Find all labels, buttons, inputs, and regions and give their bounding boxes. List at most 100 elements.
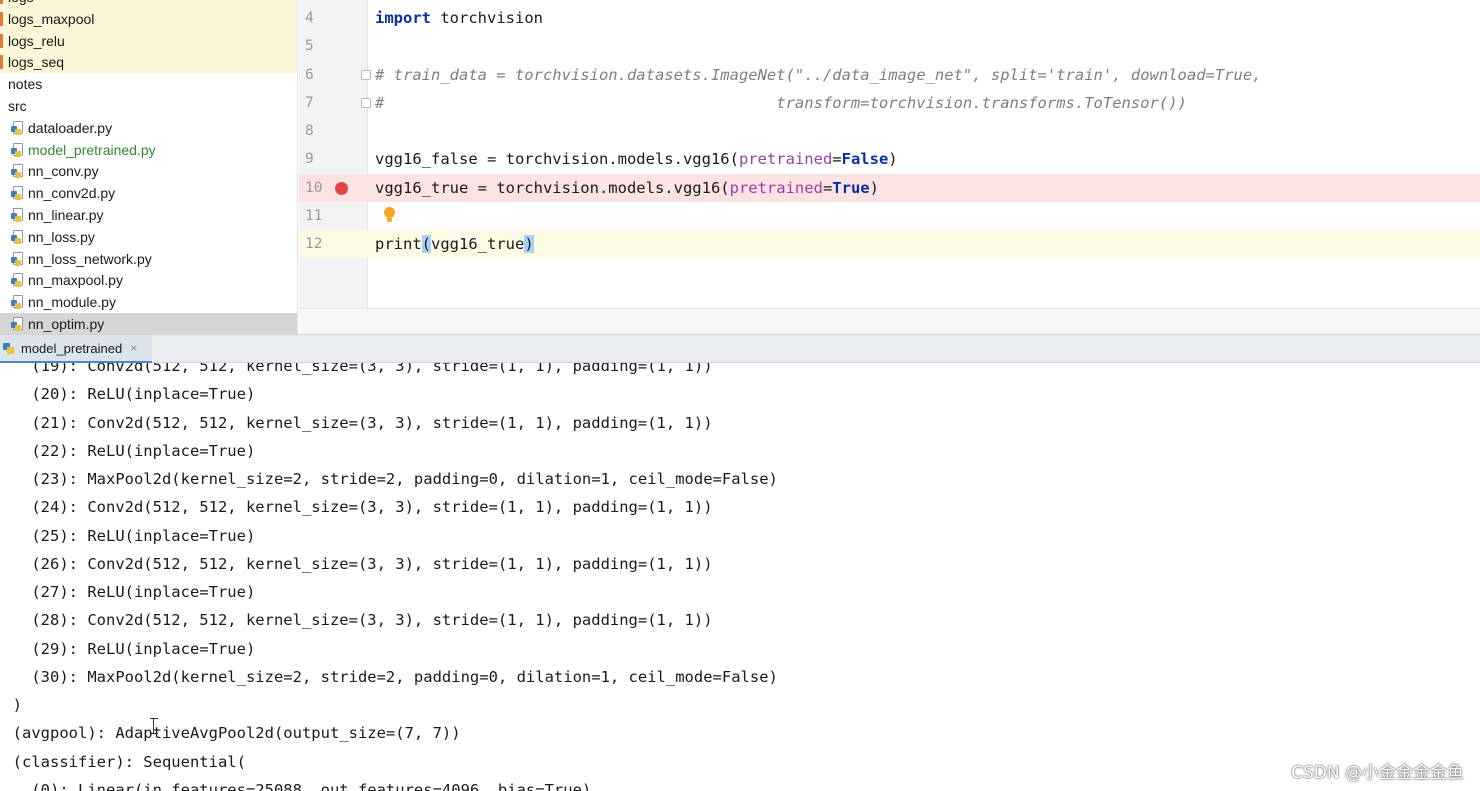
python-file-icon	[11, 186, 24, 201]
tree-item-src[interactable]: src	[0, 95, 297, 117]
line-number[interactable]: 8	[305, 123, 314, 139]
code-line[interactable]: 6 # train_data = torchvision.datasets.Ima…	[299, 61, 1480, 89]
code-text[interactable]: vgg16_false = torchvision.models.vgg16(p…	[375, 145, 898, 173]
code-token: torchvision	[431, 9, 543, 27]
code-token: pretrained	[738, 150, 833, 169]
tree-item-label: nn_conv2d.py	[28, 185, 116, 202]
tree-item-nn-loss-network-py[interactable]: nn_loss_network.py	[0, 248, 297, 270]
code-text[interactable]: vgg16_true = torchvision.models.vgg16(pr…	[375, 174, 879, 202]
code-text[interactable]: # train_data = torchvision.datasets.Imag…	[375, 61, 1262, 89]
code-text[interactable]: print(vgg16_true)	[375, 230, 534, 258]
tree-item-label: logs_relu	[8, 32, 65, 49]
console-line: (19): Conv2d(512, 512, kernel_size=(3, 3…	[0, 363, 713, 375]
python-file-icon	[11, 120, 24, 135]
tree-item-logs-maxpool[interactable]: logs_maxpool	[0, 7, 297, 30]
fold-icon[interactable]	[361, 97, 371, 108]
code-line[interactable]: 10 vgg16_true = torchvision.models.vgg16(…	[299, 173, 1480, 202]
console-line: (avgpool): AdaptiveAvgPool2d(output_size…	[0, 724, 461, 743]
tree-item-label: logs_seq	[8, 54, 65, 71]
code-token: )	[869, 178, 879, 197]
console-line: (25): ReLU(inplace=True)	[0, 526, 256, 545]
console-line: (30): MaxPool2d(kernel_size=2, stride=2,…	[0, 667, 778, 686]
console-line: (28): Conv2d(512, 512, kernel_size=(3, 3…	[0, 611, 713, 630]
lightbulb-icon[interactable]	[383, 206, 395, 223]
code-line[interactable]: 7 # transform=torchvision.transforms.ToTe…	[299, 89, 1480, 117]
excluded-marker-icon	[0, 11, 3, 26]
console-line: (23): MaxPool2d(kernel_size=2, stride=2,…	[0, 470, 778, 488]
run-console-output[interactable]: (19): Conv2d(512, 512, kernel_size=(3, 3…	[0, 363, 1480, 791]
breakpoint-icon[interactable]	[335, 181, 348, 195]
code-line[interactable]: 12 print(vgg16_true)	[299, 230, 1480, 258]
tree-item-notes[interactable]: notes	[0, 73, 297, 95]
python-file-icon	[11, 142, 24, 157]
tree-item-nn-conv-py[interactable]: nn_conv.py	[0, 160, 297, 182]
python-file-icon	[11, 164, 24, 179]
code-line[interactable]: 11	[299, 202, 1480, 230]
code-token: False	[841, 150, 889, 169]
code-token: vgg16_true	[431, 235, 525, 253]
console-line: (classifier): Sequential(	[0, 752, 246, 771]
close-icon[interactable]: ×	[130, 341, 138, 355]
run-tool-tabs: model_pretrained ×	[0, 334, 1480, 363]
line-number[interactable]: 5	[305, 38, 314, 55]
line-number[interactable]: 12	[305, 236, 323, 252]
python-file-icon	[11, 317, 24, 331]
console-line: (0): Linear(in_features=25088, out_featu…	[0, 780, 592, 791]
code-token: pretrained	[729, 178, 823, 197]
tree-item-nn-loss-py[interactable]: nn_loss.py	[0, 226, 297, 248]
code-token: (	[421, 235, 432, 253]
tree-item-model-pretrained-py[interactable]: model_pretrained.py	[0, 139, 297, 161]
tree-item-logs[interactable]: logs	[0, 0, 297, 8]
fold-icon[interactable]	[361, 69, 371, 80]
console-line: (27): ReLU(inplace=True)	[0, 583, 256, 601]
code-token: vgg16_false = torchvision.models.vgg16(	[375, 150, 739, 169]
console-line: (20): ReLU(inplace=True)	[0, 385, 256, 404]
code-token: import	[375, 9, 431, 27]
python-file-icon	[3, 341, 15, 355]
tree-item-dataloader-py[interactable]: dataloader.py	[0, 117, 297, 139]
code-text[interactable]: import torchvision	[375, 4, 543, 32]
line-number[interactable]: 9	[305, 151, 314, 168]
tree-item-label: nn_loss_network.py	[28, 250, 152, 267]
code-line[interactable]: 9 vgg16_false = torchvision.models.vgg16(…	[299, 145, 1480, 173]
code-line[interactable]: 4 import torchvision	[299, 4, 1480, 32]
tree-item-nn-module-py[interactable]: nn_module.py	[0, 291, 297, 313]
excluded-marker-icon	[0, 0, 3, 4]
project-tree: logslogs_maxpool logs_relu logs_seqnotessr…	[0, 0, 298, 334]
console-line: (21): Conv2d(512, 512, kernel_size=(3, 3…	[0, 413, 713, 432]
line-number[interactable]: 11	[305, 207, 323, 224]
tree-item-nn-linear-py[interactable]: nn_linear.py	[0, 204, 297, 226]
code-line[interactable]: 5	[299, 32, 1480, 60]
console-line: )	[12, 696, 22, 714]
code-token: =	[822, 178, 833, 197]
python-file-icon	[11, 229, 24, 244]
tree-item-label: nn_linear.py	[28, 207, 104, 223]
python-file-icon	[11, 251, 24, 266]
line-number[interactable]: 4	[305, 10, 314, 26]
console-line: (22): ReLU(inplace=True)	[0, 441, 256, 460]
python-file-icon	[11, 273, 24, 288]
tree-item-label: model_pretrained.py	[28, 141, 156, 158]
tree-item-label: nn_optim.py	[28, 316, 105, 332]
python-file-icon	[11, 208, 24, 222]
code-token: print	[375, 235, 422, 253]
watermark: CSDN @小金金金金鱼	[1291, 763, 1464, 783]
tree-item-logs-relu[interactable]: logs_relu	[0, 29, 297, 52]
tree-item-nn-conv2d-py[interactable]: nn_conv2d.py	[0, 182, 297, 204]
run-tab-label: model_pretrained	[21, 340, 123, 356]
line-number[interactable]: 10	[305, 179, 323, 196]
tree-item-nn-optim-py[interactable]: nn_optim.py	[0, 313, 297, 334]
line-number[interactable]: 6	[305, 66, 314, 83]
tree-item-label: dataloader.py	[28, 119, 113, 136]
line-number[interactable]: 7	[305, 94, 314, 111]
tree-item-logs-seq[interactable]: logs_seq	[0, 51, 297, 74]
console-line: (29): ReLU(inplace=True)	[0, 639, 256, 658]
code-text[interactable]: # transform=torchvision.transforms.ToTen…	[375, 89, 1187, 117]
run-tab-model-pretrained[interactable]: model_pretrained ×	[0, 335, 152, 363]
code-editor[interactable]: 4 import torchvision 5 6 # train_data = torc…	[299, 0, 1480, 334]
code-token: True	[832, 178, 870, 197]
console-line: (24): Conv2d(512, 512, kernel_size=(3, 3…	[0, 498, 713, 517]
code-token: )	[524, 235, 534, 253]
tree-item-nn-maxpool-py[interactable]: nn_maxpool.py	[0, 269, 297, 291]
code-line[interactable]: 8	[299, 117, 1480, 145]
